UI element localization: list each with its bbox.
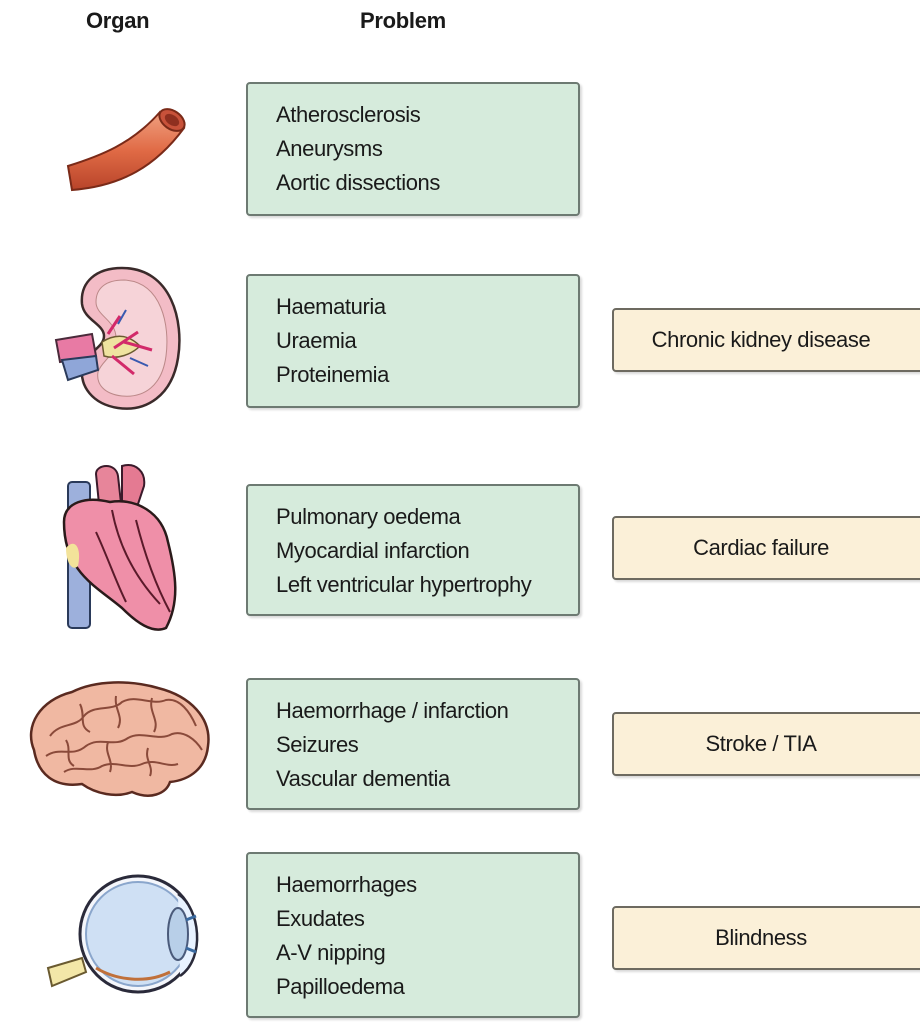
- problem-item: Seizures: [276, 728, 578, 762]
- kidney-icon: [52, 262, 184, 414]
- outcome-box-brain: Stroke / TIA: [612, 712, 920, 776]
- problem-box-kidney: Haematuria Uraemia Proteinemia: [246, 274, 580, 408]
- problem-column-header: Problem: [360, 8, 446, 34]
- problem-item: Aortic dissections: [276, 166, 578, 200]
- problem-box-heart: Pulmonary oedema Myocardial infarction L…: [246, 484, 580, 616]
- problem-item: Papilloedema: [276, 970, 578, 1004]
- problem-item: Haemorrhages: [276, 868, 578, 902]
- problem-item: Exudates: [276, 902, 578, 936]
- problem-item: Myocardial infarction: [276, 534, 578, 568]
- heart-icon: [56, 462, 184, 638]
- problem-item: A-V nipping: [276, 936, 578, 970]
- problem-item: Vascular dementia: [276, 762, 578, 796]
- outcome-box-kidney: Chronic kidney disease: [612, 308, 920, 372]
- problem-item: Proteinemia: [276, 358, 578, 392]
- problem-box-brain: Haemorrhage / infarction Seizures Vascul…: [246, 678, 580, 810]
- problem-item: Aneurysms: [276, 132, 578, 166]
- problem-item: Atherosclerosis: [276, 98, 578, 132]
- problem-box-vessels: Atherosclerosis Aneurysms Aortic dissect…: [246, 82, 580, 216]
- problem-box-eye: Haemorrhages Exudates A-V nipping Papill…: [246, 852, 580, 1018]
- outcome-box-heart: Cardiac failure: [612, 516, 920, 580]
- problem-item: Haematuria: [276, 290, 578, 324]
- brain-icon: [20, 676, 216, 804]
- artery-icon: [60, 104, 190, 196]
- organ-column-header: Organ: [86, 8, 149, 34]
- eye-icon: [46, 868, 210, 1000]
- problem-item: Pulmonary oedema: [276, 500, 578, 534]
- problem-item: Haemorrhage / infarction: [276, 694, 578, 728]
- problem-item: Uraemia: [276, 324, 578, 358]
- outcome-box-eye: Blindness: [612, 906, 920, 970]
- problem-item: Left ventricular hypertrophy: [276, 568, 578, 602]
